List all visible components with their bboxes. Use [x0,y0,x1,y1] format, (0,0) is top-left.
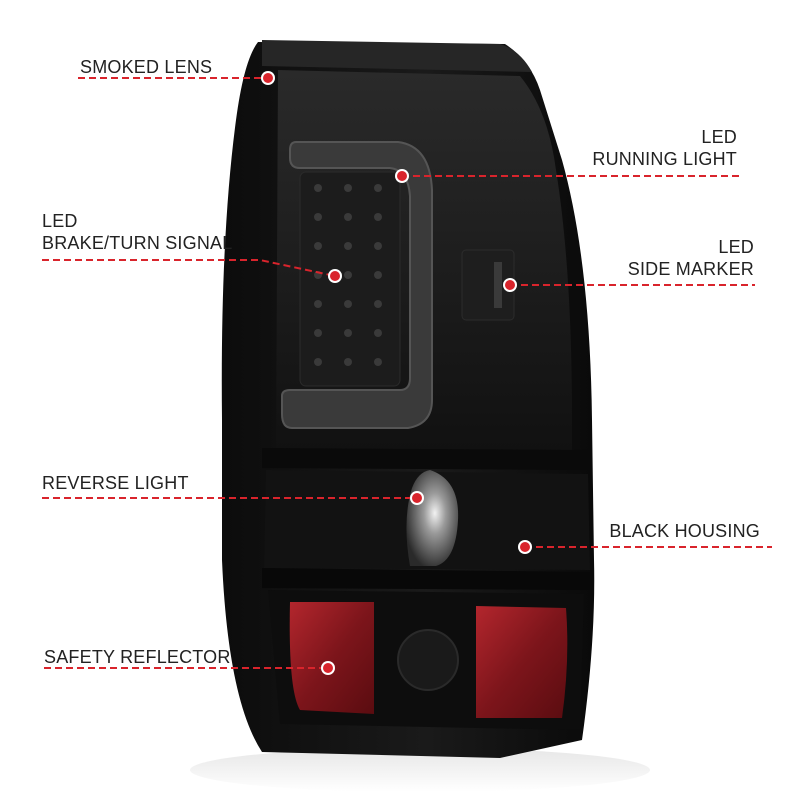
led-dot [314,184,322,192]
reflector-left [289,602,374,714]
floor-reflection [190,748,650,792]
callout-led-running-light: LED RUNNING LIGHT [592,127,737,169]
led-dot [374,184,382,192]
led-dot [374,242,382,250]
led-dot [374,213,382,221]
led-dot [374,329,382,337]
led-dot [344,329,352,337]
callout-black-housing: BLACK HOUSING [609,521,760,541]
led-dot [344,213,352,221]
callout-reverse-light: REVERSE LIGHT [42,473,189,493]
mid-band [262,448,590,470]
led-dot [314,271,322,279]
led-dot [344,242,352,250]
led-dot [374,271,382,279]
led-dot [344,358,352,366]
side-marker-ridge [461,249,515,321]
reflector-right [476,606,568,718]
lower-band [262,568,590,590]
led-dot [374,358,382,366]
led-dot [314,300,322,308]
led-dot [344,184,352,192]
callout-safety-reflector: SAFETY REFLECTOR [44,647,231,667]
led-dot [374,300,382,308]
callout-smoked-lens: SMOKED LENS [80,57,213,77]
housing-top-rim [262,40,532,72]
callout-led-brake-turn-signal: LED BRAKE/TURN SIGNAL [42,211,233,253]
led-light-bar [281,141,433,429]
led-dot [344,271,352,279]
led-dot [314,213,322,221]
callout-led-side-marker: LED SIDE MARKER [627,237,754,279]
led-grid [299,171,401,387]
led-dot [344,300,352,308]
led-dot [314,242,322,250]
led-dot [314,358,322,366]
side-marker [494,262,502,308]
led-dot [314,329,322,337]
mount-bolt [397,629,459,691]
